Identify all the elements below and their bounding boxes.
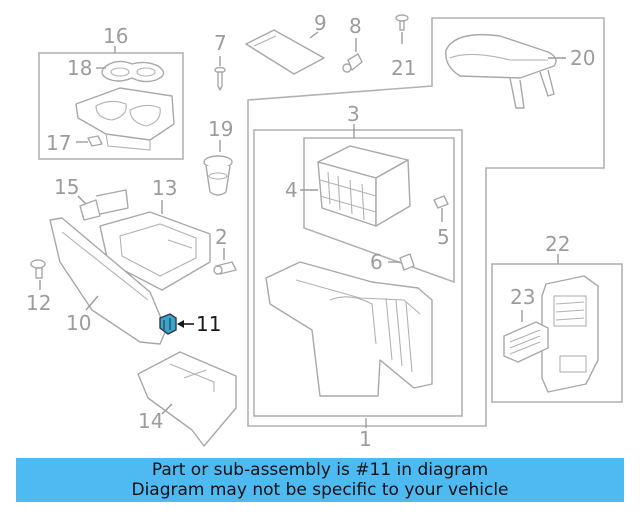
group-box-22 bbox=[491, 263, 623, 403]
part-12-screw bbox=[30, 259, 46, 279]
callout-21: 21 bbox=[391, 56, 416, 80]
part-9-pad bbox=[245, 29, 325, 75]
part-11-clip-highlighted bbox=[159, 313, 177, 335]
callout-9: 9 bbox=[314, 11, 327, 35]
callout-15: 15 bbox=[54, 175, 79, 199]
arrow-head-11 bbox=[177, 320, 184, 328]
part-22-rear-panel bbox=[541, 275, 599, 393]
callout-16: 16 bbox=[103, 24, 128, 48]
part-2-screw bbox=[213, 261, 237, 275]
part-10-side-panel bbox=[49, 217, 167, 345]
part-5-clip bbox=[433, 195, 449, 209]
callout-4: 4 bbox=[285, 178, 298, 202]
callout-23: 23 bbox=[510, 285, 535, 309]
part-13-console-frame bbox=[99, 211, 211, 291]
info-banner: Part or sub-assembly is #11 in diagram D… bbox=[16, 458, 624, 502]
part-20-armrest-lid bbox=[445, 33, 557, 109]
part-16-cup-holder bbox=[75, 87, 175, 151]
banner-line-2: Diagram may not be specific to your vehi… bbox=[131, 480, 509, 500]
callout-17: 17 bbox=[46, 131, 71, 155]
group-box-3 bbox=[303, 137, 455, 284]
group-box-1-outer bbox=[247, 17, 605, 427]
callout-18: 18 bbox=[67, 56, 92, 80]
callout-1: 1 bbox=[359, 427, 372, 451]
callout-14: 14 bbox=[138, 409, 163, 433]
group-box-16 bbox=[38, 52, 184, 160]
callout-2: 2 bbox=[215, 225, 228, 249]
callout-3: 3 bbox=[347, 102, 360, 126]
part-18-cup-holder-mat bbox=[101, 60, 165, 83]
part-14-lower-bracket bbox=[137, 351, 237, 447]
part-4-storage-bin bbox=[317, 145, 411, 227]
callout-19: 19 bbox=[208, 117, 233, 141]
banner-line-1: Part or sub-assembly is #11 in diagram bbox=[151, 460, 489, 480]
callout-22: 22 bbox=[545, 232, 570, 256]
callout-10: 10 bbox=[66, 311, 91, 335]
part-23-vent bbox=[503, 321, 549, 363]
part-21-screw bbox=[395, 14, 409, 31]
callout-11: 11 bbox=[196, 312, 221, 336]
part-6-clip bbox=[399, 253, 415, 271]
part-8-bulb bbox=[342, 53, 363, 73]
part-1-console-body bbox=[265, 261, 433, 397]
callout-20: 20 bbox=[570, 46, 595, 70]
callout-12: 12 bbox=[26, 291, 51, 315]
group-box-1-inner bbox=[253, 129, 463, 417]
part-19-cup bbox=[203, 155, 233, 196]
callout-6: 6 bbox=[370, 250, 383, 274]
callout-13: 13 bbox=[152, 176, 177, 200]
part-15-bracket bbox=[79, 189, 129, 221]
callout-7: 7 bbox=[214, 31, 227, 55]
callout-5: 5 bbox=[437, 225, 450, 249]
part-7-screw bbox=[214, 66, 226, 91]
part-17-clip bbox=[87, 135, 103, 147]
callout-8: 8 bbox=[349, 14, 362, 38]
